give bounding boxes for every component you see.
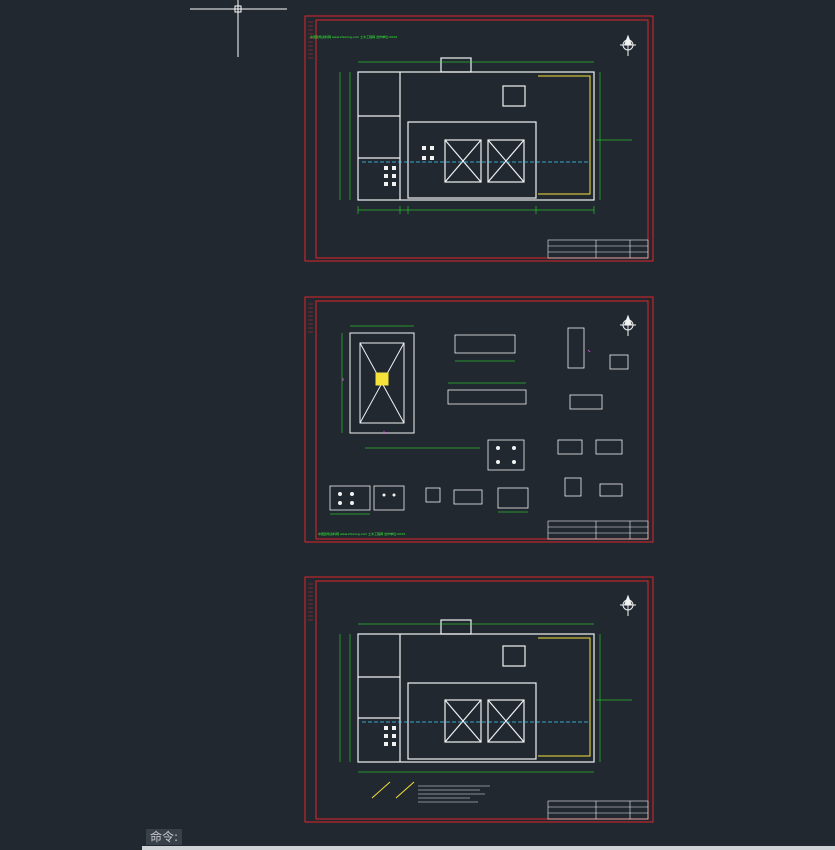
sheet-2-watermark: 中国建筑资料网 www.zhulong.com 土木工程网 合作单位:XXXX bbox=[318, 531, 405, 536]
crosshair-cursor-icon bbox=[190, 0, 287, 57]
north-arrow-icon bbox=[620, 34, 636, 56]
command-input[interactable] bbox=[142, 846, 835, 850]
sheet-3-floor-plan[interactable]: 中国建筑资料网 www.zhulong.com 土木工程网 合作单位:XXXX bbox=[304, 576, 654, 833]
sheet-2-details[interactable]: 中国建筑资料网 www.zhulong.com 土木工程网 合作单位:XXXX bbox=[304, 296, 654, 543]
north-arrow-icon bbox=[620, 314, 636, 336]
command-label: 命令: bbox=[146, 829, 183, 845]
command-bar: 命令: bbox=[140, 826, 835, 850]
sheet-1-watermark: 中国建筑资料网 www.zhulong.com 土木工程网 合作单位:XXXX bbox=[310, 34, 397, 39]
north-arrow-icon bbox=[620, 594, 636, 616]
sheet-1-floor-plan[interactable]: 中国建筑资料网 www.zhulong.com 土木工程网 合作单位:XXXX bbox=[304, 15, 654, 262]
